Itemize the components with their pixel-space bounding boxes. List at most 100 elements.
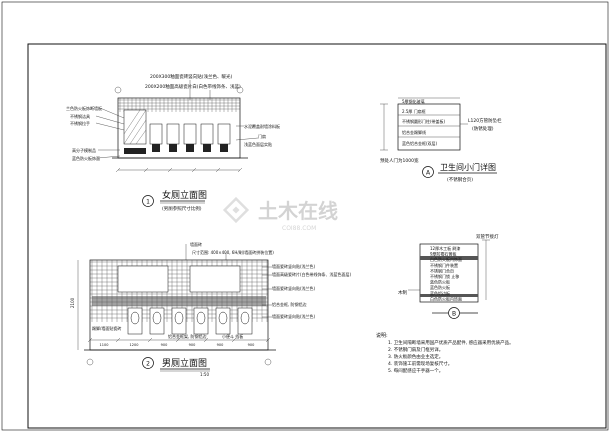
female-right-label-1: 水泥覆盖耐墙涂料板 — [244, 123, 280, 129]
female-dim-tick — [215, 167, 221, 173]
male-top-note-2: 尺寸范围: 400×400, 6H/刷(墙面砖拼装位置) — [192, 249, 274, 255]
female-left-label-2: 不锈钢洁具 — [70, 113, 90, 119]
female-right-label-2: 门扇 — [258, 133, 266, 139]
female-dim-tick — [167, 167, 173, 173]
female-dim-tick — [143, 167, 149, 173]
male-dim-tick — [147, 337, 153, 343]
partition-label: 蓝色防火板 — [430, 284, 450, 290]
door-label-1: 5厚钢化玻璃 — [402, 98, 425, 104]
female-stall-door — [183, 123, 197, 145]
male-tile-band — [92, 296, 266, 306]
door-side-label: 不锈钢圆形门柱(带盖板) — [402, 118, 446, 124]
notes-line: 1. 卫生间隔断墙采用国产优质产品配件, 感应器采用优质产品。 — [388, 339, 514, 346]
female-top-note-2: 200X200釉面高级瓷片白(白色带线饰条、浅蓝) — [145, 83, 241, 90]
female-subtitle: (男厕参照尺寸比例) — [162, 205, 202, 212]
female-left-label-1: 兰色防火板饰断墙板 — [66, 105, 102, 111]
male-title: 男厕立面图 — [162, 357, 207, 369]
female-fixture-base — [203, 144, 211, 152]
female-dim-tick — [115, 167, 121, 173]
male-right-label: 墙面瓷砖竖向贴(浅兰色) — [272, 285, 316, 291]
notes-block: 说明: 1. 卫生间隔断墙采用国产优质产品配件, 感应器采用优质产品。2. 不锈… — [376, 332, 514, 374]
door-circle-letter: A — [426, 170, 431, 177]
partition-label: 不锈钢门合页 — [430, 267, 454, 273]
urinal — [174, 311, 184, 325]
partition-label: 12厚木工板 刷漆 — [430, 245, 460, 251]
watermark: 土木在线 COI88.COM — [222, 196, 338, 232]
male-circle-number: 2 — [146, 361, 150, 368]
female-left-label-3: 不锈钢拉手 — [70, 120, 90, 126]
female-top-note-1: 200X300釉面瓷砖竖向贴(浅兰色、暖光) — [150, 73, 233, 80]
male-dim-value: 1200 — [130, 343, 139, 347]
male-right-label: 墙面瓷砖竖向贴(浅兰色) — [272, 313, 316, 319]
male-bottom-label-1: 铝合金框架, 防钢铝边 — [168, 333, 207, 339]
watermark-logo — [222, 196, 250, 224]
male-dim-value: 900 — [161, 343, 168, 347]
watermark-site: COI88.COM — [282, 225, 316, 232]
notes-line: 4. 装饰施工前需现场复核尺寸。 — [388, 360, 452, 367]
notes-line: 5. 每间配感应干手器一个。 — [388, 367, 443, 374]
female-dim-tick — [237, 167, 243, 173]
male-right-label: 墙面高级瓷砖片(白色带线饰条、浅蓝色面层) — [272, 271, 352, 277]
male-right-label: 墙面瓷砖竖向贴(浅兰色) — [272, 263, 316, 269]
partition-label: 白色防火板内饰面 — [430, 295, 462, 301]
male-right-label: 铝合金框, 防钢铝边 — [272, 301, 307, 307]
partition-label: 白色防火板内饰面 — [430, 256, 462, 262]
sheet-inner-border — [27, 43, 607, 429]
urinal — [130, 311, 140, 325]
male-dim-tick — [87, 337, 93, 343]
female-stall-door — [217, 123, 231, 145]
urinal — [152, 311, 162, 325]
male-subtitle: 1:50 — [200, 372, 209, 377]
partition-label: 不锈钢门锁 止移 — [430, 273, 459, 279]
female-sink-base — [124, 148, 146, 154]
partition-label: 蓝色防火板 — [430, 279, 450, 285]
partition-label: 9厚防霉石膏板 — [430, 251, 457, 257]
door-subtitle: (不锈钢合页) — [447, 176, 473, 183]
door-title-circle — [422, 166, 434, 178]
male-dim-tick — [231, 337, 237, 343]
male-title-circle — [142, 357, 154, 369]
urinal — [218, 311, 228, 325]
male-dim-value: 900 — [248, 343, 255, 347]
door-title: 卫生间小门详图 — [440, 162, 496, 172]
male-height-dim: 2100 — [70, 297, 75, 308]
partition-circle-letter: B — [452, 311, 456, 318]
female-fixture-base — [169, 144, 177, 152]
watermark-brand: 土木在线 — [258, 199, 338, 223]
female-elevation: 200X300釉面瓷砖竖向贴(浅兰色、暖光) 200X200釉面高级瓷片白(白色… — [66, 73, 280, 212]
urinal — [240, 311, 250, 325]
partition-top-label: 双管节接灯 — [476, 233, 499, 240]
female-left-bottom-label-2: 蓝色防火板饰面 — [72, 155, 100, 161]
door-right-label-2: (防锈处理) — [472, 125, 494, 132]
male-dim-tick — [265, 337, 271, 343]
partition-side-label: 木制 — [398, 289, 407, 296]
female-right-label-3: 浅蓝色面层实贴 — [244, 141, 272, 147]
partition-label: 蓝色铝边板 — [430, 290, 450, 296]
male-dim-value: 1100 — [100, 343, 109, 347]
notes-line: 2. 不锈钢门扇及门框另详。 — [388, 346, 443, 353]
male-left-bottom-label: 踢脚/墙面贴瓷砖 — [92, 325, 121, 331]
male-dim-tick — [203, 337, 209, 343]
door-label-4: 蓝色铝合金框(双层) — [402, 140, 438, 146]
female-fixture-base — [152, 144, 160, 152]
door-detail: 5厚钢化玻璃 2.5厚 门扇框 不锈钢圆形门柱(带盖板) 铝合金踢脚线 蓝色铝合… — [380, 97, 502, 183]
partition-label: 不锈钢门件装置 — [430, 262, 458, 268]
female-fixture-base — [186, 144, 194, 152]
female-fixture-base — [220, 144, 228, 152]
notes-heading: 说明: — [376, 332, 388, 339]
female-stall-door — [149, 123, 163, 145]
female-left-bottom-label-1: 高分子模制品 — [72, 147, 96, 153]
door-note: 预处人门为1000宽 — [380, 157, 419, 164]
male-top-note-1: 墙面砖 — [190, 241, 202, 247]
urinal — [196, 311, 206, 325]
female-dim-tick — [191, 167, 197, 173]
partition-detail: 双管节接灯 12厚木工板 刷漆9厚防霉石膏板白色防火板内饰面不锈钢门件装置不锈钢… — [398, 233, 499, 319]
female-title: 女厕立面图 — [162, 189, 207, 201]
door-right-label-1: L120方管防坠栏 — [468, 117, 502, 124]
door-label-3: 铝合金踢脚线 — [402, 129, 426, 135]
partition-title-circle — [448, 307, 460, 319]
male-bottom-label-2: 小便斗 挡板 — [222, 333, 243, 339]
male-dim-value: 900 — [189, 343, 196, 347]
